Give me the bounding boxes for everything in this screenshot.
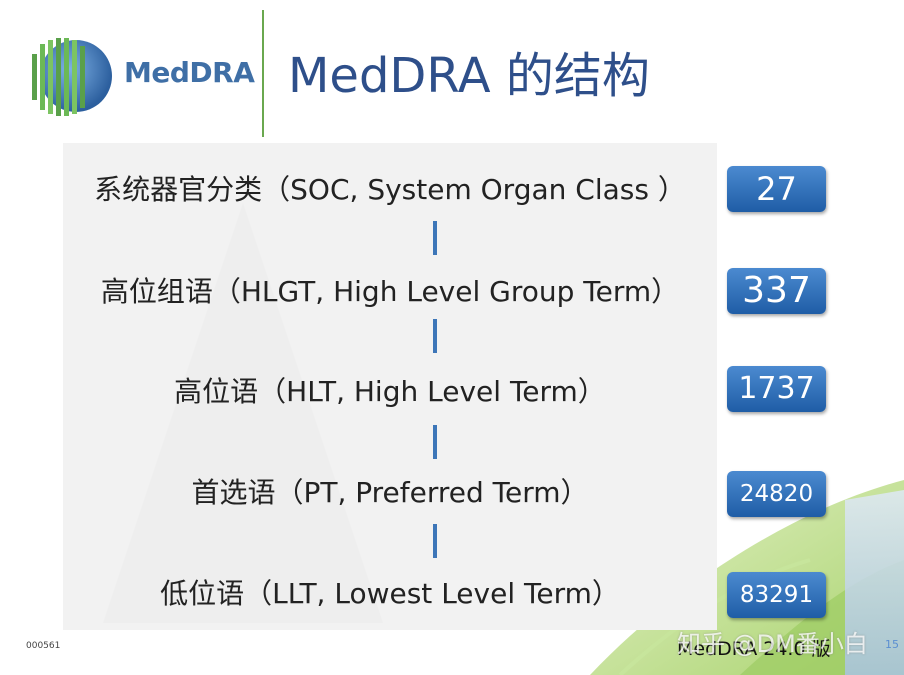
version-label: MedDRA 24.0 版 [677,638,831,660]
count-badge-hlgt: 337 [727,268,826,314]
level-pt: 首选语（PT, Preferred Term） [191,476,589,509]
slide-code: 000561 [26,641,61,651]
count-badge-pt: 24820 [727,471,826,517]
level-hlt: 高位语（HLT, High Level Term） [174,375,606,408]
meddra-logo: MedDRA [28,32,258,124]
page-number: 15 [885,638,899,651]
logo-text: MedDRA [124,56,255,89]
connector-hlt-pt [433,425,437,459]
level-hlgt: 高位组语（HLGT, High Level Group Term） [100,275,680,308]
watermark: 知乎 @DM番小白 [677,630,868,658]
level-soc: 系统器官分类（SOC, System Organ Class ） [94,173,686,206]
level-llt: 低位语（LLT, Lowest Level Term） [160,577,620,610]
count-badge-llt: 83291 [727,572,826,618]
header-divider [262,10,264,137]
hierarchy-panel [63,143,717,630]
meddra-globe-icon [32,38,112,116]
connector-hlgt-hlt [433,319,437,353]
connector-soc-hlgt [433,221,437,255]
count-badge-hlt: 1737 [727,366,826,412]
connector-pt-llt [433,524,437,558]
panel-shading [103,203,383,623]
page-title: MedDRA 的结构 [288,48,650,104]
count-badge-soc: 27 [727,166,826,212]
